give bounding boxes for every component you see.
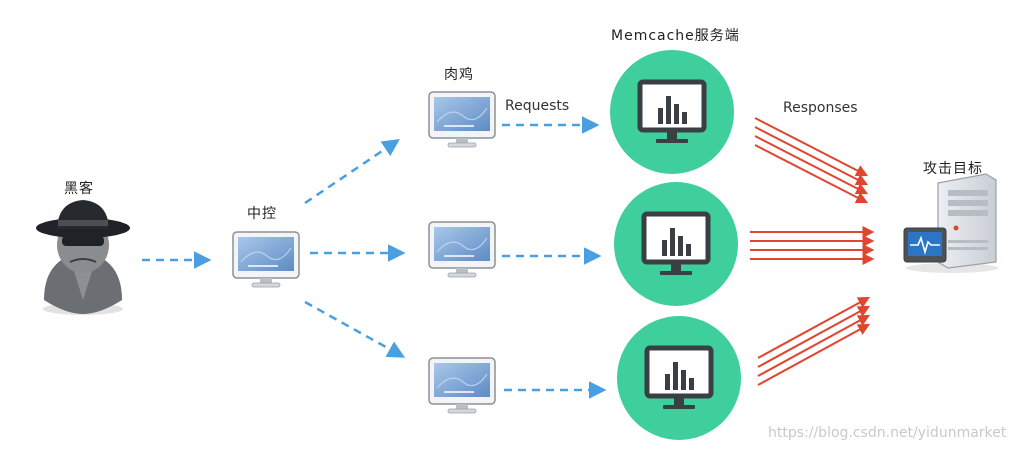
zombie-monitor-icon-2 <box>428 221 496 278</box>
target-server-icon <box>903 173 998 273</box>
arrow-controller-to-zombie-1 <box>304 139 400 205</box>
memcache-label: Memcache服务端 <box>611 28 740 44</box>
response-arrows-3 <box>757 296 871 386</box>
responses-label: Responses <box>783 100 858 116</box>
memcache-server-icon-3 <box>617 316 741 440</box>
requests-label: Requests <box>505 98 570 114</box>
memcache-server-icon-2 <box>614 182 738 306</box>
controller-label: 中控 <box>247 206 277 222</box>
memcache-server-icon-1 <box>610 50 734 174</box>
arrow-controller-to-zombie-3 <box>304 300 406 358</box>
zombie-monitor-icon-3 <box>428 357 496 414</box>
zombie-monitor-icon-1 <box>428 91 496 148</box>
hacker-label: 黑客 <box>64 181 94 197</box>
response-arrows-2 <box>750 226 875 265</box>
watermark: https://blog.csdn.net/yidunmarket <box>768 425 1007 441</box>
controller-monitor-icon <box>232 231 300 288</box>
target-label: 攻击目标 <box>923 161 983 177</box>
hacker-icon <box>36 200 130 315</box>
response-arrows-1 <box>754 117 869 204</box>
zombie-label: 肉鸡 <box>444 67 474 83</box>
